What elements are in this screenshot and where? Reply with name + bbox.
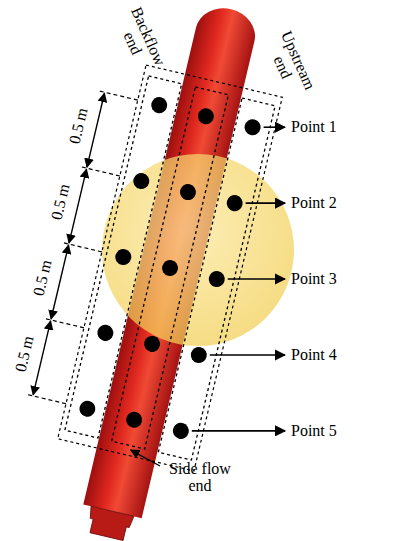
sphere-region [102, 154, 294, 346]
measure-point [132, 171, 151, 190]
leader-line [228, 278, 285, 280]
measure-point [124, 410, 143, 429]
dimension-line [33, 321, 50, 395]
leader-line [131, 450, 160, 466]
measure-point [225, 194, 244, 213]
region-label: Upstream end [261, 27, 319, 101]
dimension-line [51, 245, 68, 319]
group-box [58, 65, 283, 471]
measure-point [78, 399, 97, 418]
dimension-label: 0.5 m [31, 258, 56, 297]
point-label: Point 2 [291, 195, 337, 212]
dimension-label: 0.5 m [49, 183, 74, 222]
measure-point [243, 118, 262, 137]
dimension-line [87, 93, 104, 167]
point-label: Point 3 [291, 271, 337, 288]
measure-point [189, 345, 208, 364]
measure-point [160, 258, 179, 277]
measure-point [178, 182, 197, 201]
measure-point [207, 269, 226, 288]
measure-point [196, 107, 215, 126]
measure-point [142, 334, 161, 353]
leader-line [246, 202, 285, 204]
measure-point [171, 421, 190, 440]
measure-point [114, 247, 133, 266]
column-box [65, 76, 182, 438]
leader-line [192, 430, 285, 432]
rod-nozzle [85, 506, 134, 541]
point-label: Point 4 [291, 347, 337, 364]
column-box [112, 87, 229, 449]
region-label: Side flow end [164, 461, 236, 495]
measure-point [96, 323, 115, 342]
dimension-label: 0.5 m [13, 334, 38, 373]
leader-line [264, 126, 285, 128]
leader-line [210, 354, 285, 356]
extension-line [25, 394, 66, 404]
point-label: Point 5 [291, 422, 337, 439]
dimension-label: 0.5 m [67, 107, 92, 146]
point-label: Point 1 [291, 119, 337, 136]
region-label: Backflow end [111, 3, 169, 77]
dimension-line [69, 169, 86, 243]
measure-point [150, 96, 169, 115]
